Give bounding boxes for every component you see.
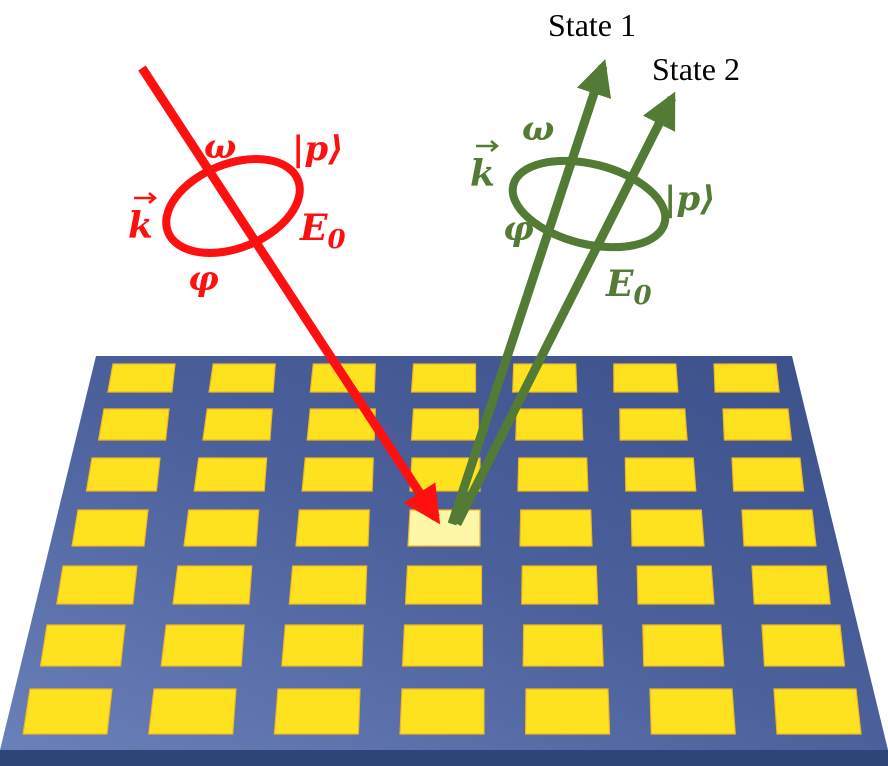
unit-cell: [97, 408, 170, 441]
unit-cell: [56, 565, 138, 605]
unit-cell: [649, 688, 736, 735]
reflected-beam-state-1: [447, 59, 612, 526]
unit-cell: [301, 457, 374, 492]
unit-cell: [399, 688, 485, 735]
reflected-p-label: |p⟩: [664, 179, 716, 219]
unit-cell: [183, 509, 260, 547]
unit-cell: [515, 408, 584, 441]
unit-cell: [630, 509, 705, 547]
reflected-polarization-ellipse: [508, 156, 670, 252]
unit-cell: [410, 408, 480, 441]
reflected-labels: ω k |p⟩ φ E0: [470, 109, 716, 311]
unit-cell: [281, 624, 364, 667]
state-1-label: State 1: [548, 7, 636, 43]
unit-cell: [519, 509, 593, 547]
reflected-e0-label: E0: [605, 263, 652, 311]
unit-cell: [410, 363, 477, 393]
state-2-label: State 2: [652, 51, 740, 87]
unit-cell: [619, 408, 688, 441]
incident-beam-group: [138, 65, 441, 525]
reflected-k-label: k: [470, 153, 495, 195]
unit-cell: [39, 624, 126, 667]
reflected-e0-subscript: 0: [633, 281, 651, 311]
unit-cell: [522, 624, 604, 667]
reflected-omega-label: ω: [522, 109, 554, 149]
incident-omega-label: ω: [204, 127, 236, 167]
unit-cell: [524, 688, 611, 735]
reflected-beams: [447, 59, 677, 527]
unit-cell: [193, 457, 268, 492]
unit-cell: [404, 565, 483, 605]
unit-cell: [521, 565, 599, 605]
incident-k-vector-label: k: [128, 192, 157, 247]
incident-polarization-ellipse: [162, 155, 304, 257]
unit-cell: [761, 624, 846, 667]
incident-beam: [138, 65, 441, 525]
reflected-beam-state-2: [452, 91, 677, 527]
unit-cell: [741, 509, 817, 547]
unit-cell: [517, 457, 589, 492]
unit-cell: [713, 363, 780, 393]
unit-cell: [401, 624, 484, 667]
unit-cell: [22, 688, 113, 735]
unit-cell: [273, 688, 361, 735]
reflected-phi-label: φ: [503, 209, 534, 249]
unit-cell: [642, 624, 725, 667]
unit-cell: [624, 457, 697, 492]
unit-cell: [202, 408, 273, 441]
state-labels: State 1 State 2: [548, 7, 740, 87]
incident-labels: ω |p⟩ k E0 φ: [128, 127, 346, 299]
incident-k-arrow-icon: [134, 192, 157, 204]
unit-cell: [306, 408, 376, 441]
incident-e0-label: E0: [299, 207, 346, 255]
unit-cell: [160, 624, 245, 667]
incident-phi-label: φ: [188, 259, 219, 299]
unit-cell: [172, 565, 253, 605]
unit-cell-highlighted: [407, 509, 481, 547]
unit-cell: [636, 565, 715, 605]
unit-cell: [773, 688, 862, 735]
unit-cell: [107, 363, 176, 393]
reflected-k-arrow-icon: [476, 140, 499, 152]
unit-cell: [295, 509, 370, 547]
unit-cell: [731, 457, 805, 492]
substrate-front-edge: [0, 750, 888, 766]
incident-k-label: k: [128, 205, 153, 247]
incident-e0-subscript: 0: [327, 225, 345, 255]
reflected-k-vector-label: k: [470, 140, 499, 195]
unit-cell: [148, 688, 237, 735]
unit-cell: [71, 509, 149, 547]
unit-cell: [85, 457, 161, 492]
unit-cell: [208, 363, 276, 393]
unit-cell: [722, 408, 793, 441]
unit-cell-grid: [22, 363, 862, 735]
unit-cell: [751, 565, 831, 605]
unit-cell: [288, 565, 368, 605]
incident-p-label: |p⟩: [292, 129, 344, 169]
unit-cell: [613, 363, 679, 393]
